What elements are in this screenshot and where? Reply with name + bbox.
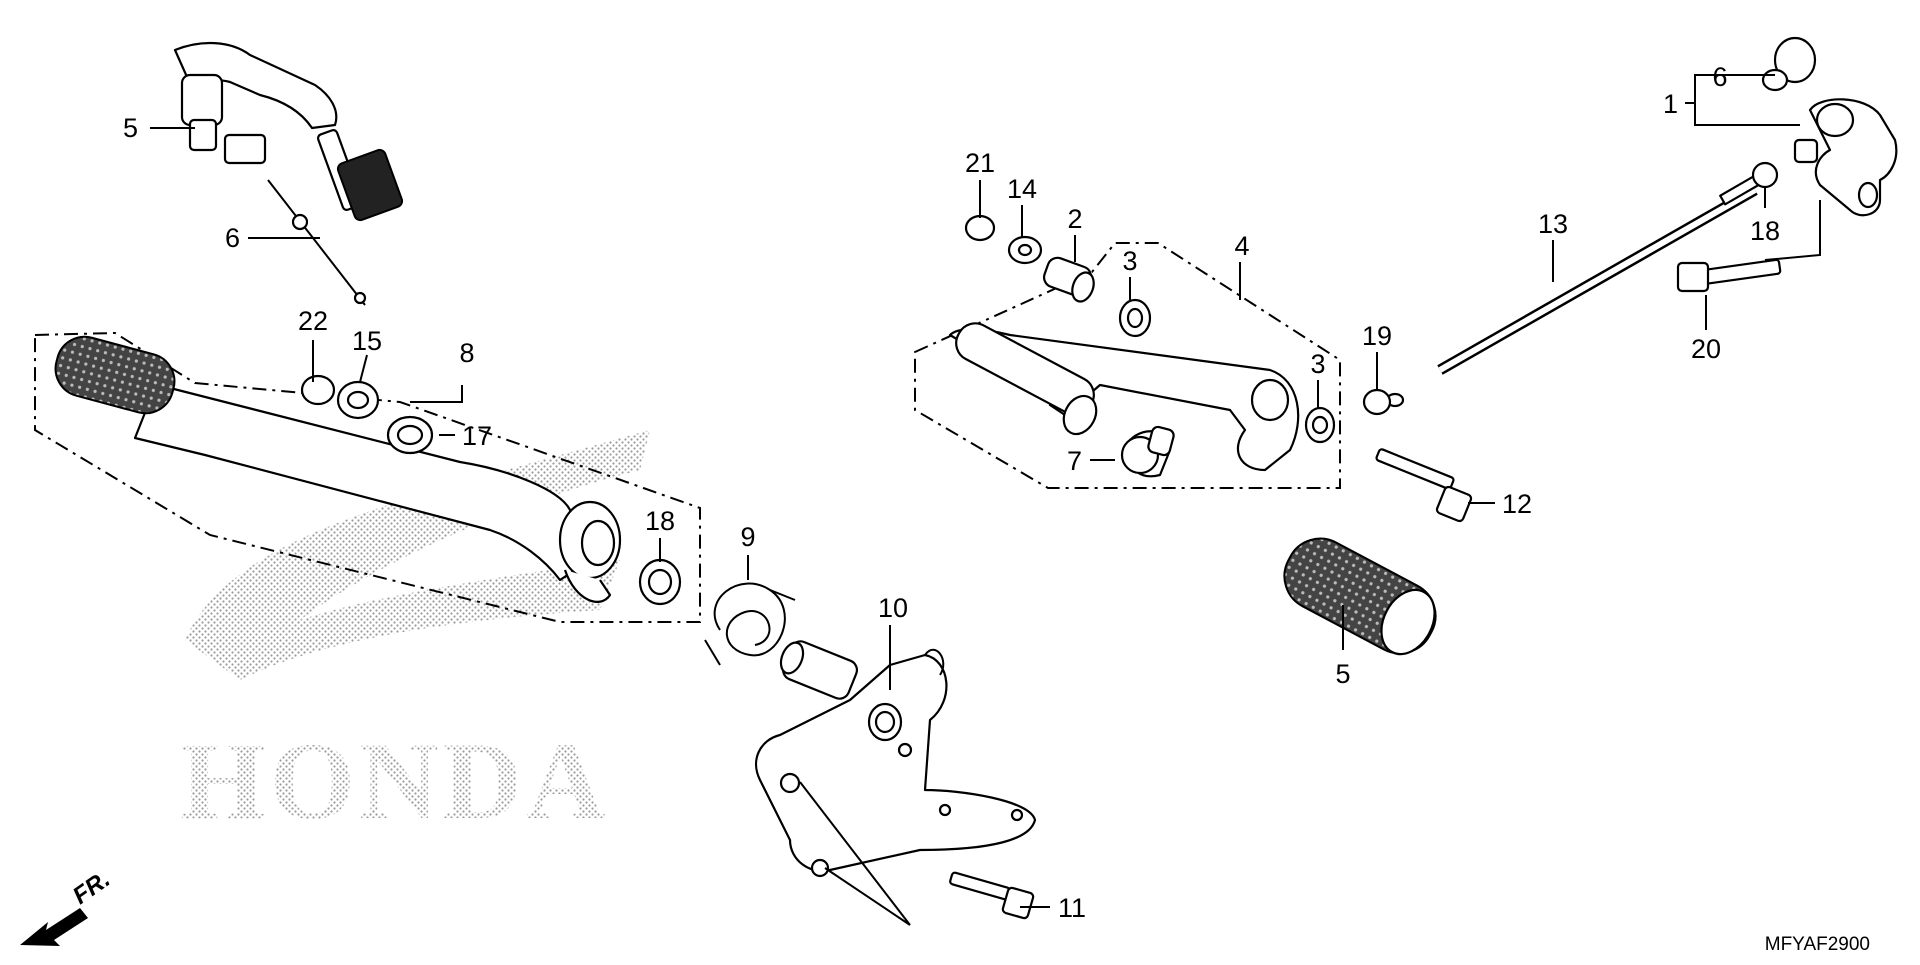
pedal-hardware [300, 374, 682, 606]
outline-shift-arm-assembly [914, 242, 1341, 489]
pivot-shaft-part [779, 640, 859, 700]
callout-10: 8 [459, 338, 474, 368]
bolt-22-part [1676, 258, 1782, 293]
callout-1: 1 [1663, 89, 1678, 119]
shift-pedal-part [54, 335, 622, 603]
callout-11: 9 [740, 522, 755, 552]
front-direction-marker: FR. [20, 866, 115, 946]
callout-14: 12 [1502, 489, 1532, 519]
callout-3b: 3 [1310, 349, 1325, 379]
callout-4: 4 [1234, 231, 1249, 261]
callout-5b: 7 [1067, 446, 1082, 476]
bolt-14-part [1375, 448, 1473, 523]
callout-6: 5 [1335, 659, 1350, 689]
callout-12: 10 [878, 593, 908, 623]
callout-19: 19 [1362, 321, 1392, 351]
footpeg-rubber-part [1283, 537, 1437, 656]
ball-joint-5-part [1120, 425, 1175, 475]
leader-lines [150, 74, 1821, 926]
watermark-text: HONDA [180, 720, 609, 842]
callout-5a: 6 [1712, 62, 1727, 92]
callout-18a: 17 [462, 421, 492, 451]
callout-15: 13 [1538, 209, 1568, 239]
callout-8: 6 [225, 223, 240, 253]
callout-3a: 3 [1122, 246, 1137, 276]
front-arrow-icon [20, 908, 88, 946]
shift-arm-hardware [964, 214, 1336, 444]
callout-20: 21 [965, 148, 995, 178]
return-spring-part [704, 582, 796, 666]
nuts-part [1362, 161, 1779, 416]
callout-13: 11 [1058, 893, 1086, 923]
callout-18b: 18 [645, 506, 675, 536]
neutral-switch-part [173, 42, 404, 306]
callout-22: 20 [1691, 334, 1721, 364]
front-marker-text: FR. [68, 866, 115, 910]
diagram-code: MFYAF2900 [1765, 934, 1870, 955]
callout-21: 22 [298, 306, 328, 336]
callout-17: 15 [352, 326, 382, 356]
callout-7: 5 [123, 113, 138, 143]
callout-2: 2 [1067, 204, 1082, 234]
rod-joint-part [1761, 36, 1898, 217]
callout-labels: 5 6 22 15 8 17 18 9 10 11 12 5 21 14 2 3… [123, 62, 1780, 923]
tie-rod-part [1385, 174, 1761, 408]
bolt-13-part [949, 871, 1035, 920]
callout-16: 14 [1007, 174, 1037, 204]
callout-9: 18 [1750, 216, 1780, 246]
